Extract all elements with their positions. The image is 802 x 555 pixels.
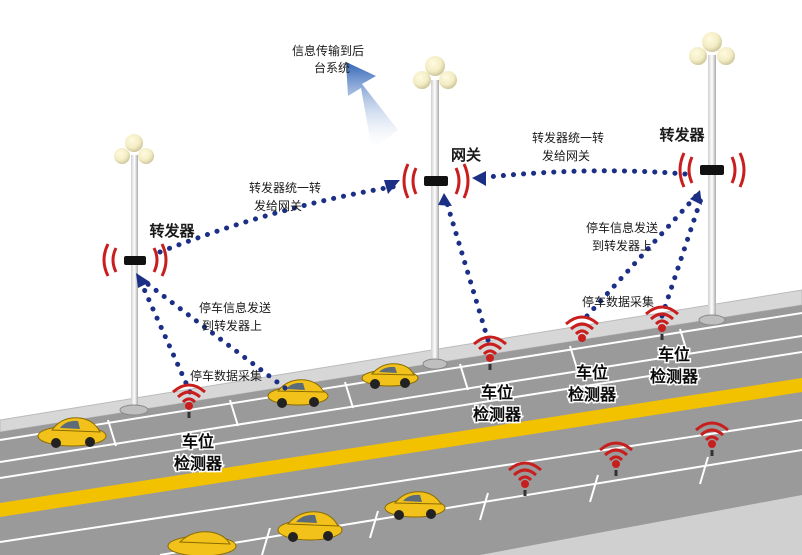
send-left-label-line2: 到转发器上 (202, 318, 262, 333)
detector-2-label-line2: 检测器 (473, 405, 522, 424)
detector-1-label-line2: 检测器 (174, 454, 223, 473)
link-detector4-to-right-repeater (662, 196, 702, 316)
collect-left-label: 停车数据采集 (190, 368, 262, 383)
send-right-label-line1: 停车信息发送 (586, 220, 658, 235)
collect-right-label: 停车数据采集 (582, 294, 654, 309)
link-left-repeater-to-gateway (160, 186, 398, 252)
relay-right-label-line2: 发给网关 (542, 148, 590, 163)
gateway-label: 网关 (451, 146, 481, 164)
send-left-label-line1: 停车信息发送 (199, 300, 271, 315)
arrowhead (384, 180, 400, 194)
detector-1-label-line1: 车位 (182, 432, 214, 451)
detector-2-label-line1: 车位 (481, 383, 513, 402)
link-detector2-to-gateway (446, 200, 488, 340)
relay-left-label-line2: 发给网关 (254, 198, 302, 213)
arrowhead (472, 171, 486, 186)
detector-3-label-line1: 车位 (576, 363, 608, 382)
link-right-repeater-to-gateway (478, 171, 685, 178)
repeater-left-label: 转发器 (149, 222, 195, 240)
repeater-right-label: 转发器 (659, 126, 705, 144)
backend-upload-arrow (346, 62, 398, 150)
arrowhead (690, 190, 702, 205)
backend-upload-label-line2: 台系统 (314, 60, 350, 75)
street-light-right (689, 32, 735, 325)
send-right-label-line2: 到转发器上 (592, 238, 652, 253)
detector-4-label-line2: 检测器 (650, 367, 699, 386)
relay-left-label-line1: 转发器统一转 (249, 180, 321, 195)
relay-right-label-line1: 转发器统一转 (532, 130, 604, 145)
backend-upload-label-line1: 信息传输到后 (292, 43, 364, 58)
detector-4-label-line1: 车位 (658, 345, 690, 364)
arrowhead (438, 193, 452, 206)
street-light-left (114, 134, 154, 415)
detector-3-label-line2: 检测器 (568, 385, 617, 404)
